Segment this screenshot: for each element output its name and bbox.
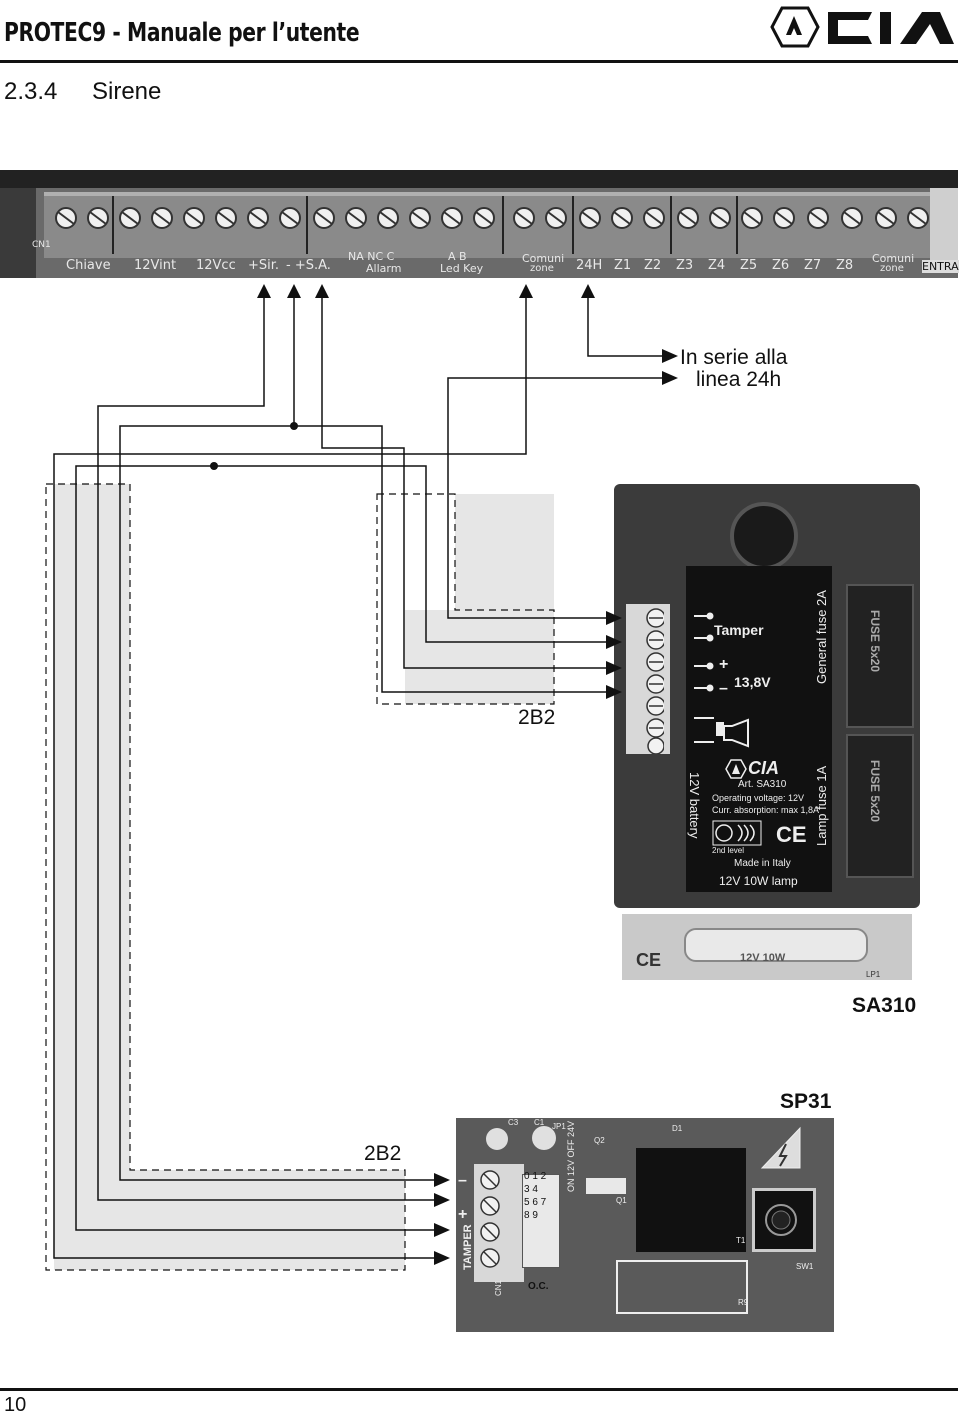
sa310-name: SA310 (852, 994, 917, 1017)
page-number: 10 (4, 1394, 27, 1416)
sa310-cia-mark-icon (725, 759, 747, 779)
cia-logo (770, 6, 954, 48)
wire-sir-minus (119, 296, 446, 1181)
terminal-label-z8: Z8 (836, 258, 854, 273)
footer-rule (0, 1388, 958, 1391)
wire-24h-return (447, 377, 664, 619)
junction-dot (290, 422, 298, 430)
terminal-screws (55, 196, 929, 254)
terminal-label-comuni: Comuni (522, 252, 565, 265)
sa310-lp: LP1 (866, 970, 881, 979)
sa310-art: Art. SA310 (738, 779, 787, 790)
wire-sa (321, 296, 610, 669)
sp31-d1-label: D1 (672, 1124, 683, 1133)
arrow-up-sir-minus (287, 284, 301, 298)
sp31-r9-label: R9 (738, 1298, 749, 1307)
sp31-name: SP31 (780, 1090, 832, 1113)
sa310-voltage-label: 13,8V (734, 674, 771, 690)
horn-icon (716, 722, 724, 736)
wire-24h-out (587, 296, 664, 357)
sa310-level-icon (712, 820, 762, 846)
arrow-up-sa (315, 284, 329, 298)
wire-tamper-b (75, 465, 446, 1231)
terminal-label-z4: Z4 (708, 258, 726, 273)
header-rule (0, 60, 958, 63)
sa310-minus-label: – (719, 680, 728, 697)
junction-dot (210, 462, 218, 470)
sa310-plus-label: + (719, 656, 729, 673)
terminal-label-allarm: Allarm (366, 262, 402, 275)
siren-horn-icon (723, 718, 749, 748)
terminal-label-z2: Z2 (644, 258, 662, 273)
arrow-up-comuni (519, 284, 533, 298)
wire-sir-plus (97, 296, 446, 1201)
sa310-op-voltage: Operating voltage: 12V (712, 793, 805, 803)
arrow-up-24h (581, 284, 595, 298)
wire-tamper-a (53, 296, 527, 1259)
sp31-nums-top: 0 1 2 3 4 (524, 1171, 547, 1195)
sp31-t1-label: T1 (736, 1236, 746, 1245)
terminal-label-12vint: 12Vint (134, 258, 177, 273)
sp31-oc-label: O.C. (528, 1281, 549, 1292)
sa310-photo (614, 484, 920, 984)
sa310-board-ce: CE (636, 950, 662, 970)
terminal-label-z7: Z7 (804, 258, 822, 273)
sp31-c1-label: C1 (534, 1118, 545, 1127)
terminal-label-zone-2: zone (880, 263, 904, 274)
terminal-label-a-b: A B (448, 250, 467, 263)
sp31-nums-bottom: 5 6 7 8 9 (524, 1197, 547, 1221)
terminal-label-comuni-2: Comuni (872, 252, 915, 265)
terminal-label-24h: 24H (576, 258, 603, 273)
sa310-tamper-label: Tamper (714, 622, 764, 638)
terminal-label-sa: - +S.A. (286, 258, 331, 273)
sa310-curr: Curr. absorption: max 1,8A (712, 805, 820, 815)
sa310-lamp-tube: 12V 10W (740, 952, 786, 964)
wire-sa310-minus (294, 425, 610, 693)
sa310-level: 2nd level (712, 846, 745, 855)
terminal-label-z3: Z3 (676, 258, 694, 273)
arrow-right-24h-out (662, 349, 678, 363)
terminal-label-chiave: Chiave (66, 258, 111, 273)
arrow-right-24h-return (662, 371, 678, 385)
sp31-plus-label: + (458, 1206, 468, 1223)
sa310-label-connectors (694, 612, 724, 743)
sp31-minus-label: – (458, 1172, 467, 1189)
sp31-c3-label: C3 (508, 1118, 519, 1127)
section-title: Sirene (92, 78, 162, 105)
tamper-switch-icon (765, 1204, 797, 1236)
warning-triangle-icon (760, 1126, 801, 1169)
sp31-cable-outline (45, 483, 406, 1271)
sp31-cable-label: 2B2 (364, 1142, 402, 1165)
sp31-q2-label: Q2 (594, 1136, 605, 1145)
sa310-logo: CIA (748, 758, 779, 778)
sa310-lamp-label: 12V 10W lamp (719, 874, 798, 888)
sp31-sw1-label: SW1 (796, 1262, 814, 1271)
note-line-1: In serie alla (680, 346, 788, 369)
wire-sa310-tamper-b (214, 465, 610, 643)
terminal-label-na-nc-c: NA NC C (348, 250, 395, 263)
sa310-cable-label: 2B2 (518, 706, 556, 729)
terminal-label-z6: Z6 (772, 258, 790, 273)
terminal-label-12vcc: 12Vcc (196, 258, 236, 273)
terminal-label-z5: Z5 (740, 258, 758, 273)
terminal-label-zone: zone (530, 263, 554, 274)
terminal-label-cn1: CN1 (32, 240, 51, 250)
sp31-jp1-label: JP1 (552, 1122, 566, 1131)
note-line-2: linea 24h (696, 368, 782, 391)
arrow-up-sir-plus (257, 284, 271, 298)
sa310-made: Made in Italy (734, 858, 791, 869)
terminal-label-sir: +Sir. (248, 258, 280, 273)
terminal-label-led-key: Led Key (440, 262, 484, 275)
page-header-title: PROTEC9 - Manuale per l’utente (4, 18, 360, 48)
terminal-label-z1: Z1 (614, 258, 632, 273)
terminal-label-entra: ENTRA (922, 260, 959, 273)
sa310-ce-mark: CE (776, 822, 807, 847)
section-number: 2.3.4 (4, 78, 58, 105)
sa310-terminal-screws (646, 608, 664, 754)
sa310-cable-outline (376, 493, 555, 705)
sp31-terminal-screws (480, 1170, 500, 1268)
sp31-q1-label: Q1 (616, 1196, 627, 1205)
